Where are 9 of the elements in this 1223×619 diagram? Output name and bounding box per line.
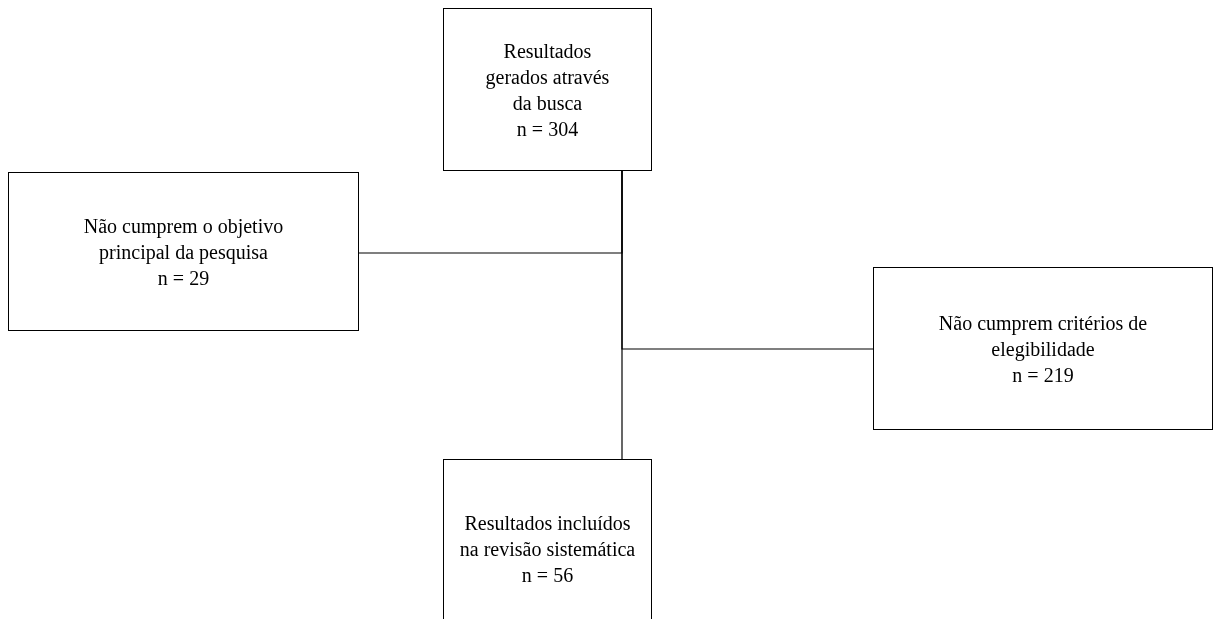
process-box [8, 172, 359, 331]
process-box [873, 267, 1213, 430]
process-box [443, 459, 652, 619]
connector-line [621, 170, 874, 350]
count-text: n = 29 [157, 265, 210, 291]
count-text: n = 304 [516, 116, 579, 142]
count-text: n = 219 [1012, 362, 1074, 388]
process-box [443, 8, 652, 171]
count-text: n = 56 [521, 563, 574, 588]
